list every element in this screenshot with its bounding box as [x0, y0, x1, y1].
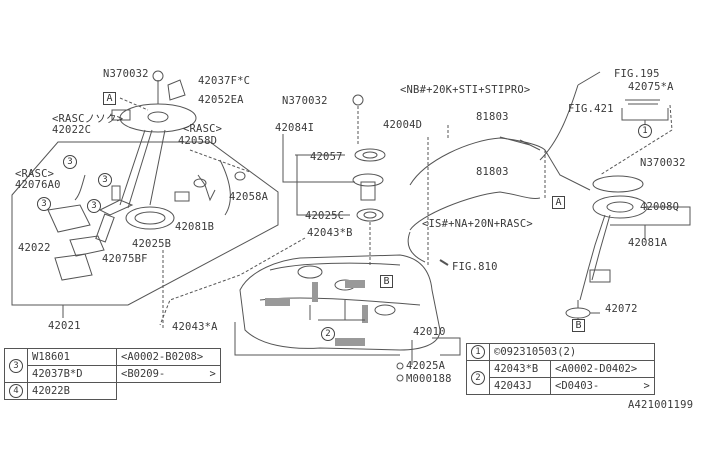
legend-range [117, 383, 221, 400]
legend-table-right: 1 ©092310503(2) 2 42043*B <A0002-D0402> … [466, 343, 655, 395]
callout-rasc-noshoku: <RASCノソク> [52, 113, 124, 125]
legend-row: 4 42022B [4, 382, 221, 400]
legend-range: <D0403- > [550, 377, 655, 395]
circle-ref-2: 2 [321, 327, 335, 341]
circle-ref-3c: 3 [37, 197, 51, 211]
legend-part: 42043*B [489, 360, 551, 378]
callout-42081b: 42081B [175, 221, 215, 233]
callout-42010: 42010 [413, 326, 446, 338]
callout-42043b: 42043*B [307, 227, 353, 239]
callout-42043a: 42043*A [172, 321, 218, 333]
callout-42004d: 42004D [383, 119, 423, 131]
legend-range: <A0002-D0402> [550, 360, 655, 378]
callout-42058d: 42058D [178, 135, 218, 147]
callout-42072: 42072 [605, 303, 638, 315]
callout-n370032-top: N370032 [103, 68, 149, 80]
legend-row: 2 42043*B <A0002-D0402> [466, 360, 655, 395]
legend-row: 1 ©092310503(2) [466, 343, 655, 361]
callout-fig810[interactable]: FIG.810 [452, 261, 498, 273]
legend-part: W18601 [27, 348, 117, 366]
legend-range: <A0002-B0208> [116, 348, 221, 366]
callout-n370032-mid: N370032 [282, 95, 328, 107]
callout-fig195[interactable]: FIG.195 [614, 68, 660, 80]
legend-table-left: 3 W18601 <A0002-B0208> 42037B*D <B0209- … [4, 348, 221, 400]
legend-row: 3 W18601 <A0002-B0208> [4, 348, 221, 383]
callout-42075bf: 42075BF [102, 253, 148, 265]
callout-42025c: 42025C [305, 210, 345, 222]
callout-42021: 42021 [48, 320, 81, 332]
legend-ref: 3 [4, 348, 28, 383]
fuel-tank [239, 254, 441, 351]
legend-part: 42043J [489, 377, 551, 395]
callout-m000188: M000188 [406, 373, 452, 385]
gasket-42025b [125, 206, 175, 230]
circle-ref-3d: 3 [87, 199, 101, 213]
legend-ref: 1 [466, 343, 490, 361]
callout-42022: 42022 [18, 242, 51, 254]
callout-42025b: 42025B [132, 238, 172, 250]
pump-assembly-outline [11, 141, 279, 306]
circle-ref-1: 1 [638, 124, 652, 138]
legend-part: 42037B*D [27, 365, 117, 383]
legend-row: 42043J <D0403- > [467, 377, 655, 395]
legend-ref: 2 [466, 360, 490, 395]
ref-box-b-right: B [572, 319, 585, 332]
callout-42052ea: 42052EA [198, 94, 244, 106]
ref-box-a: A [103, 92, 116, 105]
legend-range: <B0209- > [116, 365, 221, 383]
callout-42008q: 42008Q [640, 201, 680, 213]
ref-box-a-right: A [552, 196, 565, 209]
circle-ref-3b: 3 [98, 173, 112, 187]
callout-42084i: 42084I [275, 122, 315, 134]
callout-42075a: 42075*A [628, 81, 674, 93]
callout-42037fc: 42037F*C [198, 75, 251, 87]
callout-fig421[interactable]: FIG.421 [568, 103, 614, 115]
callout-n370032-right: N370032 [640, 157, 686, 169]
callout-81803-a: 81803 [476, 111, 509, 123]
callout-42076a0: 42076A0 [15, 179, 61, 191]
callout-42058a: 42058A [229, 191, 269, 203]
variant-label-bottom: <IS#+NA+20N+RASC> [422, 218, 533, 230]
legend-ref: 4 [4, 382, 28, 400]
callout-42081a: 42081A [628, 237, 668, 249]
legend-row: 42037B*D <B0209- > [5, 365, 221, 383]
callout-42022c: 42022C [52, 124, 92, 136]
figure-id: A421001199 [628, 399, 694, 411]
callout-42057: 42057 [310, 151, 343, 163]
callout-rasc-2: <RASC> [15, 168, 55, 180]
callout-rasc-1: <RASC> [183, 123, 223, 135]
callout-81803-b: 81803 [476, 166, 509, 178]
variant-label-top: <NB#+20K+STI+STIPRO> [400, 84, 531, 96]
ref-box-b-tank: B [380, 275, 393, 288]
circle-ref-3a: 3 [63, 155, 77, 169]
legend-part: 42022B [27, 382, 117, 400]
legend-part: ©092310503(2) [489, 343, 655, 361]
callout-42025a: 42025A [406, 360, 446, 372]
